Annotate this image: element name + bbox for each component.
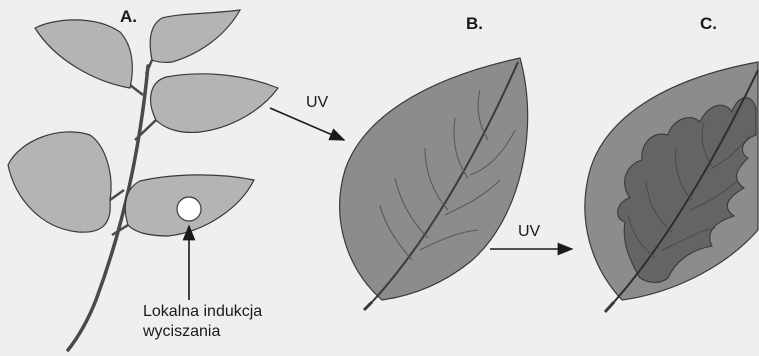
annotation-text: Lokalna indukcja wyciszania: [143, 302, 262, 342]
uv-label-1: UV: [306, 95, 328, 111]
leaf-a-mid-left: [8, 132, 111, 232]
panel-c-label: C.: [700, 15, 717, 32]
leaf-a-top-left: [35, 20, 132, 88]
leaf-a-mid-right: [151, 74, 278, 133]
annotation-line-2: wyciszania: [143, 322, 262, 342]
leaf-a-top-right: [150, 10, 240, 62]
panel-a-label: A.: [120, 8, 137, 25]
leaf-c-petiole: [605, 302, 614, 312]
induction-spot: [177, 197, 201, 221]
petiole-mid-right: [135, 120, 156, 140]
panel-b-leaf: [340, 58, 528, 310]
uv-label-2: UV: [518, 224, 540, 240]
panel-b-label: B.: [466, 15, 483, 32]
panel-a-branch: [8, 10, 278, 350]
petiole-mid-left: [110, 190, 124, 200]
uv-arrow-1: [270, 108, 344, 140]
annotation-line-1: Lokalna indukcja: [143, 302, 262, 322]
leaf-b-petiole: [364, 302, 372, 310]
leaf-b-blade: [340, 58, 528, 300]
panel-c-leaf: [585, 62, 758, 312]
petiole-top-left: [130, 85, 143, 95]
